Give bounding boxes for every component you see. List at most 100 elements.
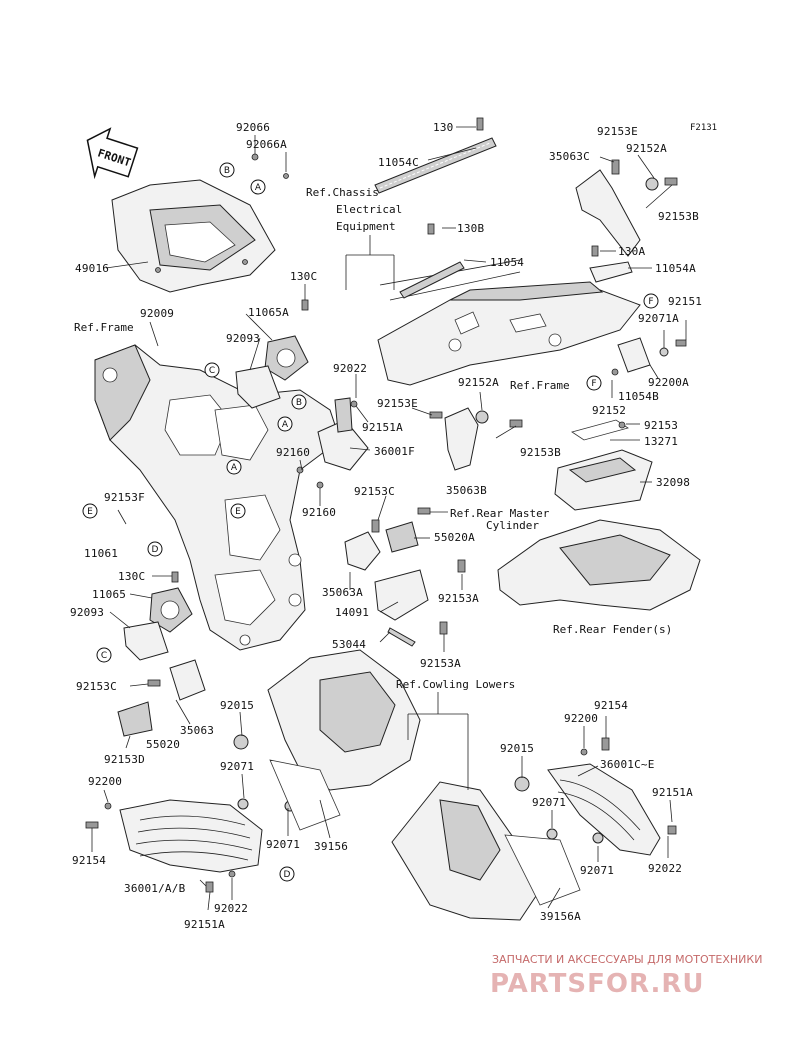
- label-13271: 13271: [644, 435, 678, 448]
- callout-f-top: F: [643, 293, 659, 309]
- label-92151-right: 92151: [668, 295, 702, 308]
- side-panel-36001ce: [514, 737, 677, 856]
- label-36001f: 36001F: [374, 445, 415, 458]
- label-92153f: 92153F: [104, 491, 145, 504]
- label-92066: 92066: [236, 121, 270, 134]
- label-92151a-right: 92151A: [652, 786, 693, 799]
- label-130: 130: [433, 121, 453, 134]
- svg-text:A: A: [255, 183, 262, 193]
- label-14091: 14091: [335, 606, 369, 619]
- label-92015-left: 92015: [220, 699, 254, 712]
- label-32098: 32098: [656, 476, 690, 489]
- label-39156: 39156: [314, 840, 348, 853]
- watermark-caption: ЗАПЧАСТИ И АКСЕССУАРЫ ДЛЯ МОТОТЕХНИКИ: [492, 953, 762, 966]
- lower-cowl-right: [391, 781, 581, 921]
- bracket-35063c: [575, 159, 678, 257]
- callout-c-low: C: [96, 647, 112, 663]
- ref-rear-master-line2: Cylinder: [486, 519, 539, 532]
- rear-fender: [497, 519, 701, 611]
- ref-chassis-bracket: [345, 235, 395, 290]
- svg-text:C: C: [101, 651, 107, 661]
- label-11054: 11054: [490, 256, 524, 269]
- label-92071-left2: 92071: [266, 838, 300, 851]
- callout-a-top: A: [250, 179, 266, 195]
- tray-32098: [554, 419, 653, 511]
- callout-e-left: E: [82, 503, 98, 519]
- label-92154-left: 92154: [72, 854, 106, 867]
- ref-frame-right: Ref.Frame: [510, 379, 570, 392]
- svg-text:B: B: [296, 398, 302, 408]
- ref-cowling-bracket: [407, 692, 469, 790]
- label-92093-low: 92093: [70, 606, 104, 619]
- label-92071-right2: 92071: [580, 864, 614, 877]
- bracket-35063: [117, 659, 206, 737]
- label-35063c: 35063C: [549, 150, 590, 163]
- label-92153c-low: 92153C: [76, 680, 117, 693]
- svg-text:E: E: [235, 507, 241, 517]
- label-92151a-mid: 92151A: [362, 421, 403, 434]
- clip-92066a: [283, 173, 289, 179]
- leader-lines: [91, 126, 687, 911]
- front-arrow-icon: FRONT: [86, 127, 139, 180]
- label-55020a: 55020A: [434, 531, 475, 544]
- label-92153a-a: 92153A: [438, 592, 479, 605]
- label-92200a: 92200A: [648, 376, 689, 389]
- ref-chassis-line3: Equipment: [336, 220, 396, 233]
- rear-subframe: [377, 259, 641, 386]
- label-130b: 130B: [457, 222, 484, 235]
- label-92022-right: 92022: [648, 862, 682, 875]
- label-92152a-mid: 92152A: [458, 376, 499, 389]
- callouts: B A F C B A A E D E C F D: [82, 162, 659, 882]
- callout-f-right: F: [586, 375, 602, 391]
- callout-a-low: A: [226, 459, 242, 475]
- reference-labels: Ref.Chassis Electrical Equipment Ref.Fra…: [74, 186, 672, 691]
- ref-chassis-line2: Electrical: [336, 203, 402, 216]
- svg-text:A: A: [282, 420, 289, 430]
- svg-text:C: C: [209, 366, 215, 376]
- svg-text:D: D: [152, 545, 159, 555]
- label-53044: 53044: [332, 638, 366, 651]
- part-labels: 130 92066 92066A 11054C 92153E 92152A 35…: [70, 121, 702, 931]
- label-92093-top: 92093: [226, 332, 260, 345]
- ref-chassis-line1: Ref.Chassis: [306, 186, 379, 199]
- label-92154-right: 92154: [594, 699, 628, 712]
- panel-36001f: [296, 397, 369, 489]
- svg-text:D: D: [284, 870, 291, 880]
- label-11065: 11065: [92, 588, 126, 601]
- callout-b-top: B: [219, 162, 235, 178]
- label-35063: 35063: [180, 724, 214, 737]
- bar-11054: [399, 223, 465, 299]
- callout-d-mid: D: [147, 541, 163, 557]
- ref-rear-master-line1: Ref.Rear Master: [450, 507, 550, 520]
- cover-49016: [111, 179, 276, 293]
- label-92071a: 92071A: [638, 312, 679, 325]
- label-36001ce: 36001C~E: [600, 758, 655, 771]
- label-11054b: 11054B: [618, 390, 659, 403]
- bracket-35063a: [344, 507, 431, 571]
- label-92153e-top: 92153E: [597, 125, 638, 138]
- clip-92066: [251, 153, 259, 161]
- duct-11065a: [235, 299, 309, 409]
- label-92153c-mid: 92153C: [354, 485, 395, 498]
- label-11061: 11061: [84, 547, 118, 560]
- label-92066a: 92066A: [246, 138, 287, 151]
- label-92071-left1: 92071: [220, 760, 254, 773]
- label-92200-left: 92200: [88, 775, 122, 788]
- label-130c-low: 130C: [118, 570, 145, 583]
- label-11054c: 11054C: [378, 156, 419, 169]
- svg-text:F: F: [648, 297, 653, 307]
- callout-b-mid: B: [291, 394, 307, 410]
- label-92153b-top: 92153B: [658, 210, 699, 223]
- label-39156a: 39156A: [540, 910, 581, 923]
- watermark-logo: PARTSFOR.RU: [490, 969, 704, 999]
- callout-c-mid: C: [204, 362, 220, 378]
- label-92200-right: 92200: [564, 712, 598, 725]
- svg-text:A: A: [231, 463, 238, 473]
- label-92022-left: 92022: [214, 902, 248, 915]
- ref-cowling-lowers: Ref.Cowling Lowers: [396, 678, 515, 691]
- bracket-11054a: [589, 245, 633, 283]
- ref-frame-left: Ref.Frame: [74, 321, 134, 334]
- label-36001ab: 36001/A/B: [124, 882, 186, 895]
- label-92022-mid: 92022: [333, 362, 367, 375]
